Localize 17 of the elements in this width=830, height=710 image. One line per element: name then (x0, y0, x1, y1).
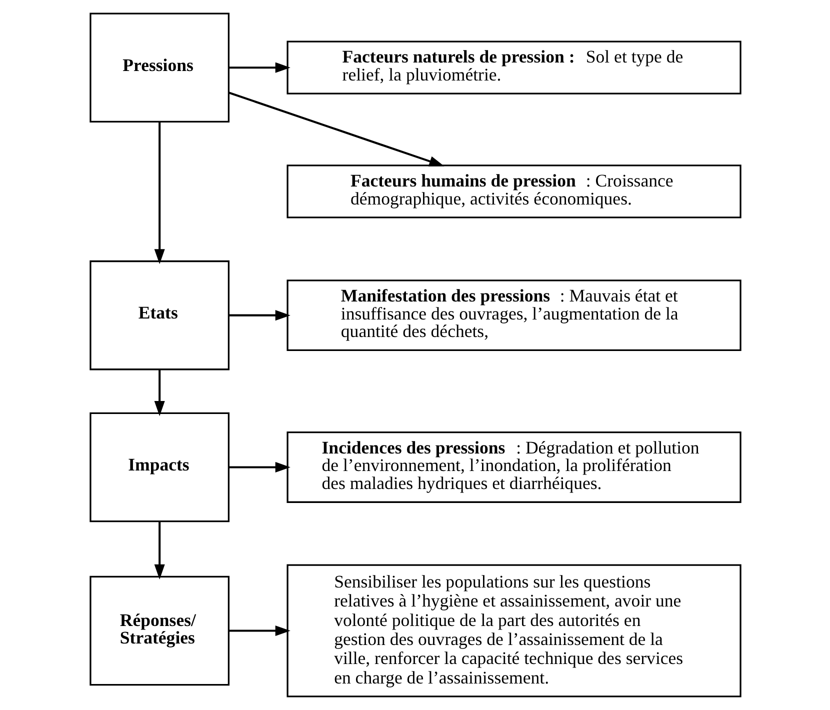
arrow (154, 122, 164, 264)
node-box: Incidences des pressions : Dégradation et pollution de l’environnement, l’inondation, la prolifération des maladies hydriques et diarrhéiques. (286, 432, 741, 503)
arrow (154, 522, 164, 580)
node-box: Facteurs humains de pression : Croissance démographique, activités économiques. (286, 164, 741, 218)
node-box: Réponses/ Stratégies (89, 576, 230, 686)
arrow (228, 310, 290, 321)
arrow (154, 370, 164, 416)
arrow (228, 625, 290, 636)
node-box: Facteurs naturels de pression : Sol et type de relief, la pluviométrie. (286, 40, 741, 94)
arrow (228, 62, 290, 73)
arrow (228, 462, 290, 472)
node-box: Pressions (89, 12, 230, 122)
node-box: Impacts (89, 412, 230, 522)
arrow (228, 92, 444, 166)
node-box: Etats (89, 260, 230, 370)
node-box: Manifestation des pressions : Mauvais état et insuffisance des ouvrages, l’augmentation de la quantité des déchets, (286, 280, 741, 352)
node-box: Sensibiliser les populations sur les questions relatives à l’hygiène et assainissement, avoir une volonté politique de la part des autorités en gestion des ouvrages de l’assainissement de la ville, renforcer la capacité technique des services en charge de l’assainissement. (286, 564, 741, 698)
